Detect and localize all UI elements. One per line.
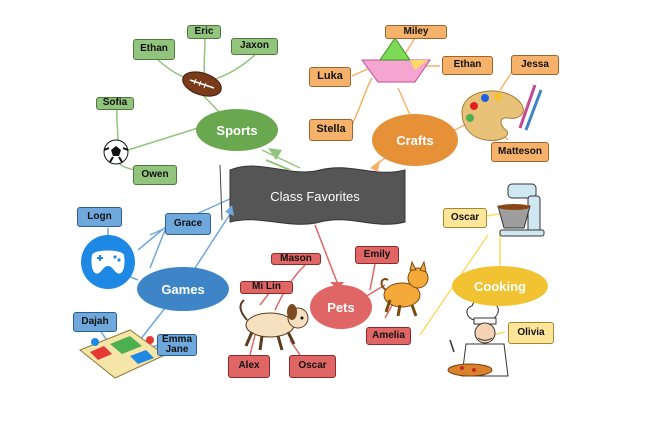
- label-pets-emily: Emily: [355, 246, 399, 264]
- label-games-dajah: Dajah: [73, 312, 117, 332]
- category-node-cooking: Cooking: [452, 266, 548, 306]
- label-crafts-ethan: Ethan: [442, 56, 493, 75]
- label-games-logn: Logn: [77, 207, 122, 227]
- paint-palette-icon: [461, 84, 543, 141]
- label-pets-alex: Alex: [228, 355, 270, 378]
- stand-mixer-icon: [497, 183, 545, 237]
- paper-boat-icon: [361, 37, 431, 83]
- label-pets-oscar: Oscar: [289, 355, 336, 378]
- central-topic-banner: [219, 148, 406, 290]
- central-topic-title: Class Favorites: [270, 188, 360, 204]
- label-crafts-jessa: Jessa: [511, 55, 559, 75]
- label-sports-jaxon: Jaxon: [231, 38, 278, 55]
- category-node-sports: Sports: [196, 109, 278, 151]
- label-crafts-luka: Luka: [309, 67, 351, 87]
- label-sports-owen: Owen: [133, 165, 177, 185]
- soccer-ball-icon: [103, 139, 129, 165]
- category-node-crafts: Crafts: [372, 114, 458, 166]
- label-pets-milin: Mi Lin: [240, 281, 293, 294]
- football-icon: [182, 71, 222, 97]
- cat-icon: [380, 260, 429, 317]
- dog-icon: [239, 299, 309, 351]
- label-sports-sofia: Sofia: [96, 97, 134, 110]
- label-crafts-stella: Stella: [309, 119, 353, 141]
- label-games-grace: Grace: [165, 213, 211, 235]
- label-crafts-matteson: Matteson: [491, 142, 549, 162]
- category-node-pets: Pets: [310, 285, 372, 329]
- label-pets-mason: Mason: [271, 253, 321, 265]
- label-cooking-olivia: Olivia: [508, 322, 554, 344]
- category-node-games: Games: [137, 267, 229, 311]
- label-games-emma-jane: Emma Jane: [157, 334, 197, 356]
- chef-icon: [447, 299, 509, 377]
- board-game-icon: [79, 329, 166, 379]
- label-pets-amelia: Amelia: [366, 327, 411, 345]
- label-cooking-oscar: Oscar: [443, 208, 487, 228]
- label-crafts-miley: Miley: [385, 25, 447, 39]
- label-sports-ethan: Ethan: [133, 39, 175, 60]
- label-sports-eric: Eric: [187, 25, 221, 39]
- gamepad-app-icon: [81, 235, 135, 289]
